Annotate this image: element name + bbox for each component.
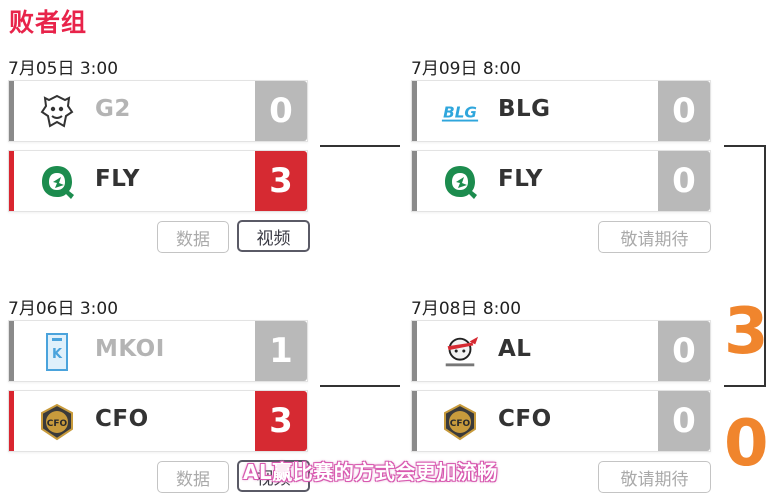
result-bar bbox=[412, 321, 417, 381]
result-bar bbox=[9, 321, 14, 381]
coming-soon-button[interactable]: 敬请期待 bbox=[598, 461, 711, 493]
team-row[interactable]: FLY 0 bbox=[411, 150, 711, 212]
video-button[interactable]: 视频 bbox=[237, 460, 310, 492]
bracket-connector bbox=[320, 145, 400, 147]
result-bar bbox=[9, 151, 14, 211]
team-score: 3 bbox=[255, 151, 307, 211]
team-row[interactable]: BLG BLG 0 bbox=[411, 80, 711, 142]
team-name: MKOI bbox=[95, 336, 165, 362]
match-time: 7月08日 8:00 bbox=[411, 299, 522, 319]
section-title: 败者组 bbox=[9, 8, 88, 37]
cfo-logo-icon: CFO bbox=[37, 403, 77, 441]
team-score: 3 bbox=[255, 391, 307, 451]
blg-logo-icon: BLG bbox=[440, 93, 480, 131]
al-logo-icon bbox=[440, 333, 480, 371]
match-time: 7月05日 3:00 bbox=[8, 59, 119, 79]
coming-soon-button[interactable]: 敬请期待 bbox=[598, 221, 711, 253]
mkoi-logo-icon: K bbox=[37, 333, 77, 371]
video-button[interactable]: 视频 bbox=[237, 220, 310, 252]
series-score-top: 3 bbox=[724, 295, 766, 369]
team-name: CFO bbox=[95, 406, 149, 432]
team-name: FLY bbox=[498, 166, 543, 192]
team-row[interactable]: CFO CFO 3 bbox=[8, 390, 308, 452]
team-row[interactable]: K MKOI 1 bbox=[8, 320, 308, 382]
team-score: 0 bbox=[658, 151, 710, 211]
svg-text:CFO: CFO bbox=[47, 419, 68, 429]
result-bar bbox=[9, 391, 14, 451]
g2-logo-icon bbox=[37, 93, 77, 131]
team-name: FLY bbox=[95, 166, 140, 192]
team-row[interactable]: G2 0 bbox=[8, 80, 308, 142]
result-bar bbox=[9, 81, 14, 141]
result-bar bbox=[412, 391, 417, 451]
fly-logo-icon bbox=[37, 163, 77, 201]
match-time: 7月06日 3:00 bbox=[8, 299, 119, 319]
result-bar bbox=[412, 81, 417, 141]
bracket-connector bbox=[320, 385, 400, 387]
team-score: 0 bbox=[658, 321, 710, 381]
team-name: BLG bbox=[498, 96, 551, 122]
fly-logo-icon bbox=[440, 163, 480, 201]
team-row[interactable]: CFO CFO 0 bbox=[411, 390, 711, 452]
team-row[interactable]: AL 0 bbox=[411, 320, 711, 382]
cfo-logo-icon: CFO bbox=[440, 403, 480, 441]
stats-button[interactable]: 数据 bbox=[157, 221, 229, 253]
bracket-connector bbox=[764, 145, 766, 387]
bracket-connector bbox=[724, 385, 766, 387]
team-score: 1 bbox=[255, 321, 307, 381]
bracket-connector bbox=[724, 145, 766, 147]
team-score: 0 bbox=[255, 81, 307, 141]
svg-text:K: K bbox=[52, 347, 63, 362]
team-name: G2 bbox=[95, 96, 131, 122]
match-time: 7月09日 8:00 bbox=[411, 59, 522, 79]
team-name: CFO bbox=[498, 406, 552, 432]
stats-button[interactable]: 数据 bbox=[157, 461, 229, 493]
video-subtitle: AL赢比赛的方式会更加流畅 bbox=[243, 460, 498, 484]
svg-text:CFO: CFO bbox=[450, 419, 471, 429]
result-bar bbox=[412, 151, 417, 211]
svg-text:BLG: BLG bbox=[443, 104, 477, 122]
series-score-bottom: 0 bbox=[724, 407, 766, 481]
team-row[interactable]: FLY 3 bbox=[8, 150, 308, 212]
team-name: AL bbox=[498, 336, 532, 362]
team-score: 0 bbox=[658, 391, 710, 451]
team-score: 0 bbox=[658, 81, 710, 141]
